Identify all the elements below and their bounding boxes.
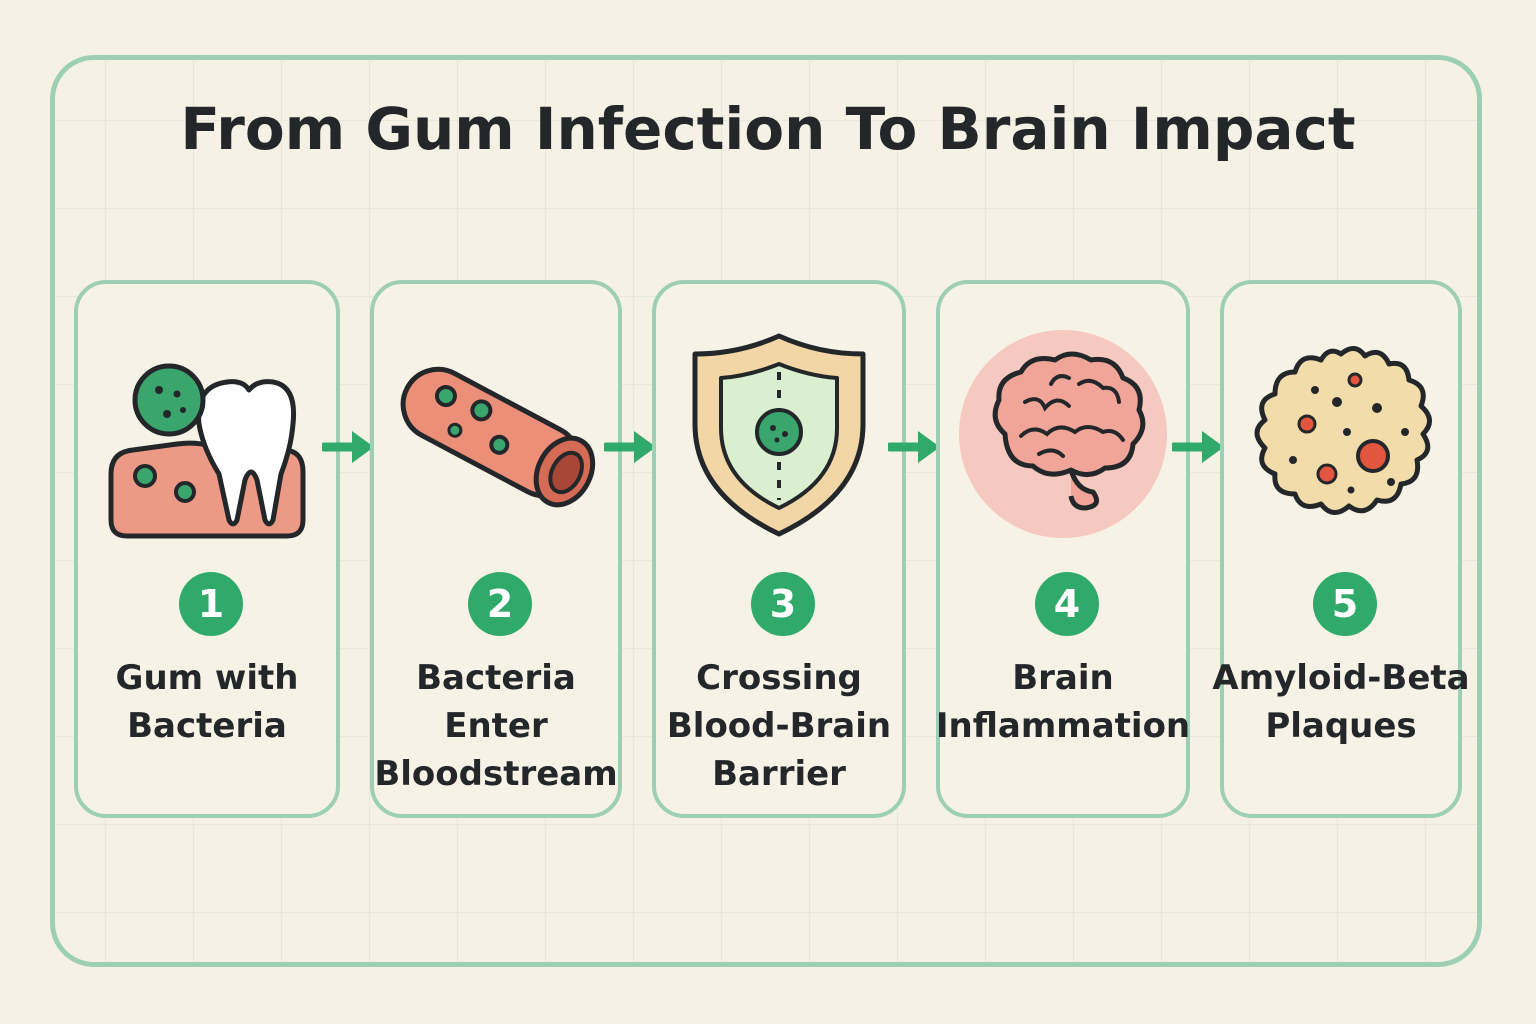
shield-icon	[656, 324, 902, 554]
arrow-right-icon	[888, 431, 940, 463]
step-number-1: 1	[179, 572, 243, 636]
blood-vessel-icon	[374, 324, 618, 554]
step-label-4: Brain Inflammation	[935, 658, 1191, 746]
step-number-5: 5	[1313, 572, 1377, 636]
step-label-2: Bacteria Enter Bloodstream	[374, 658, 618, 794]
step-number-4: 4	[1035, 572, 1099, 636]
arrow-right-icon	[322, 431, 374, 463]
step-card-2: 2 Bacteria Enter Bloodstream	[370, 280, 622, 818]
step-label-1: Gum with Bacteria	[115, 658, 299, 746]
step-card-5: 5 Amyloid-Beta Plaques	[1212, 280, 1470, 818]
page-title: From Gum Infection To Brain Impact	[180, 95, 1356, 163]
arrow-right-icon	[1172, 431, 1224, 463]
gum-tooth-bacteria-icon	[78, 324, 336, 554]
arrow-right-icon	[604, 431, 656, 463]
step-card-3: 3 Crossing Blood-Brain Barrier	[652, 280, 906, 818]
step-number-3: 3	[751, 572, 815, 636]
step-label-5: Amyloid-Beta Plaques	[1212, 658, 1470, 746]
plaque-icon	[1224, 324, 1458, 554]
brain-icon	[940, 324, 1186, 554]
step-number-2: 2	[468, 572, 532, 636]
step-card-1: 1 Gum with Bacteria	[74, 280, 340, 818]
step-card-4: 4 Brain Inflammation	[936, 280, 1190, 818]
step-label-3: Crossing Blood-Brain Barrier	[666, 658, 892, 794]
